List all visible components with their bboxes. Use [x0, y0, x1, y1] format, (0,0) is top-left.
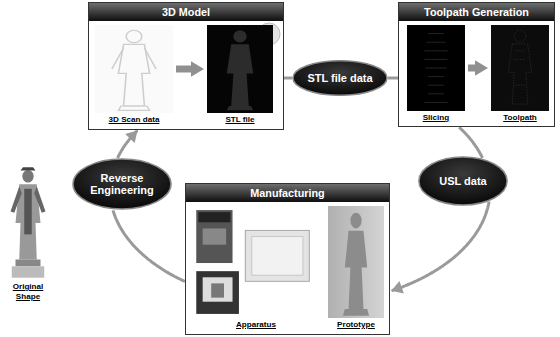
data-ellipse: USL data — [418, 156, 508, 206]
data-ellipse: STL file data — [292, 60, 388, 96]
apparatus-picture — [192, 206, 320, 318]
connector-line — [393, 202, 489, 291]
prototype-picture — [328, 206, 384, 318]
ellipse-label: USL data — [439, 175, 486, 187]
connector — [113, 210, 185, 281]
ellipse-label: Reverse Engineering — [85, 172, 159, 196]
picture-caption: Slicing — [407, 111, 465, 123]
panel-heading: Toolpath Generation — [399, 3, 554, 21]
picture — [491, 25, 549, 111]
picture-caption: Prototype — [328, 318, 384, 330]
connector — [459, 127, 482, 158]
picture — [207, 25, 273, 113]
connector — [391, 202, 489, 294]
slicing-picture — [407, 25, 465, 111]
connector — [388, 78, 398, 79]
stage-panel: Toolpath GenerationSlicing Toolpath — [398, 2, 555, 127]
statue-picture — [3, 166, 53, 280]
connector-line — [118, 131, 137, 158]
ellipse-outline — [293, 61, 387, 96]
image-panel: Prototype — [328, 206, 384, 330]
ellipse-outline — [419, 157, 507, 205]
ellipse-outline — [73, 159, 171, 209]
image-panel: STL file — [207, 25, 273, 125]
picture-caption: Toolpath — [491, 111, 549, 123]
picture — [192, 206, 320, 318]
ellipse-label: STL file data — [307, 72, 372, 84]
picture — [3, 166, 53, 280]
panel-heading: 3D Model — [89, 3, 283, 21]
image-panel: Toolpath — [491, 25, 549, 123]
toolpath-picture — [491, 25, 549, 111]
image-panel: Slicing — [407, 25, 465, 123]
picture — [328, 206, 384, 318]
connector — [284, 78, 292, 79]
scan-picture — [95, 25, 173, 113]
original-shape: Original Shape — [3, 166, 53, 302]
arrowhead — [475, 60, 488, 76]
picture — [407, 25, 465, 111]
stage-panel: 3D Model 3D Scan data STL file — [88, 2, 284, 130]
image-panel: Apparatus — [192, 206, 320, 330]
arrowhead — [391, 281, 404, 293]
picture-caption: 3D Scan data — [95, 113, 173, 125]
stl-picture — [207, 25, 273, 113]
picture-caption: Apparatus — [192, 318, 320, 330]
connector — [176, 61, 204, 77]
arrowhead — [191, 61, 204, 77]
picture-caption: Original Shape — [3, 280, 53, 302]
connector — [118, 130, 138, 157]
panel-heading: Manufacturing — [186, 184, 389, 202]
connector-line — [113, 210, 185, 281]
picture — [95, 25, 173, 113]
connector-line — [388, 77, 398, 80]
connector — [468, 60, 488, 76]
picture-caption: STL file — [207, 113, 273, 125]
image-panel: 3D Scan data — [95, 25, 173, 125]
connector-line — [284, 77, 292, 80]
arrowhead — [125, 130, 137, 143]
process-ellipse: Reverse Engineering — [72, 158, 172, 210]
stage-panel: ManufacturingApparatus Prototype — [185, 183, 390, 335]
connector-line — [459, 127, 482, 158]
